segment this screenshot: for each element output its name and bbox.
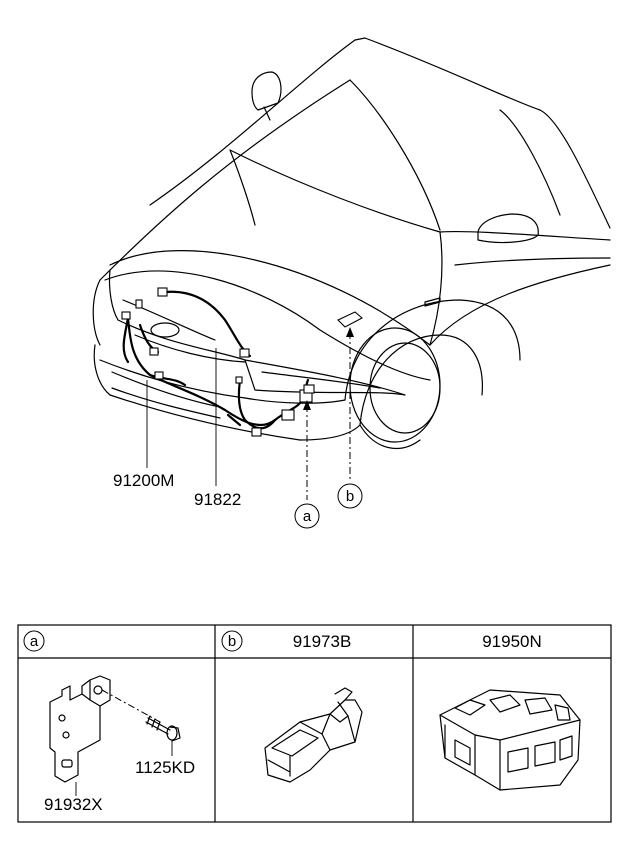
connector [303,384,315,394]
part-number-1125KD: 1125KD [135,758,195,777]
part-number-91950N: 91950N [482,632,542,651]
part-number-91932X: 91932X [44,795,103,814]
connector [154,371,164,380]
table-header-a: a [23,630,45,652]
parts-table: a b 91973B 91950N [17,624,612,823]
connector [135,299,143,309]
junction-block-91950N-illustration [439,689,581,791]
hood-wire-part-number: 91822 [194,490,241,509]
bolt-dashline [101,689,161,723]
ref-b-label: b [346,488,354,505]
leader-lines [146,327,354,500]
table-ref-a: a [30,633,39,650]
connector [157,287,168,297]
wiring-harness-91200M [121,299,315,437]
ref-a-label: a [303,508,312,525]
connector [235,376,243,384]
harness-part-number: 91200M [113,471,174,490]
part-number-91973B: 91973B [293,632,352,651]
bolt-1125KD-illustration [145,715,181,742]
car-front-illustration [92,37,611,449]
connector [149,347,159,356]
fender-connector-b [337,311,363,328]
ref-b-callout: b [337,483,363,509]
ref-a-callout: a [294,503,320,529]
connector [239,348,250,358]
hood-wire-91822 [157,287,252,358]
switch-91973B-illustration [264,687,363,783]
table-header-b: b 91973B [221,630,352,652]
connector [121,311,131,320]
bracket-91932X-illustration [49,675,111,783]
table-ref-b: b [228,633,236,650]
table-header-3: 91950N [482,632,542,651]
connector [281,409,295,421]
connector [251,427,262,437]
